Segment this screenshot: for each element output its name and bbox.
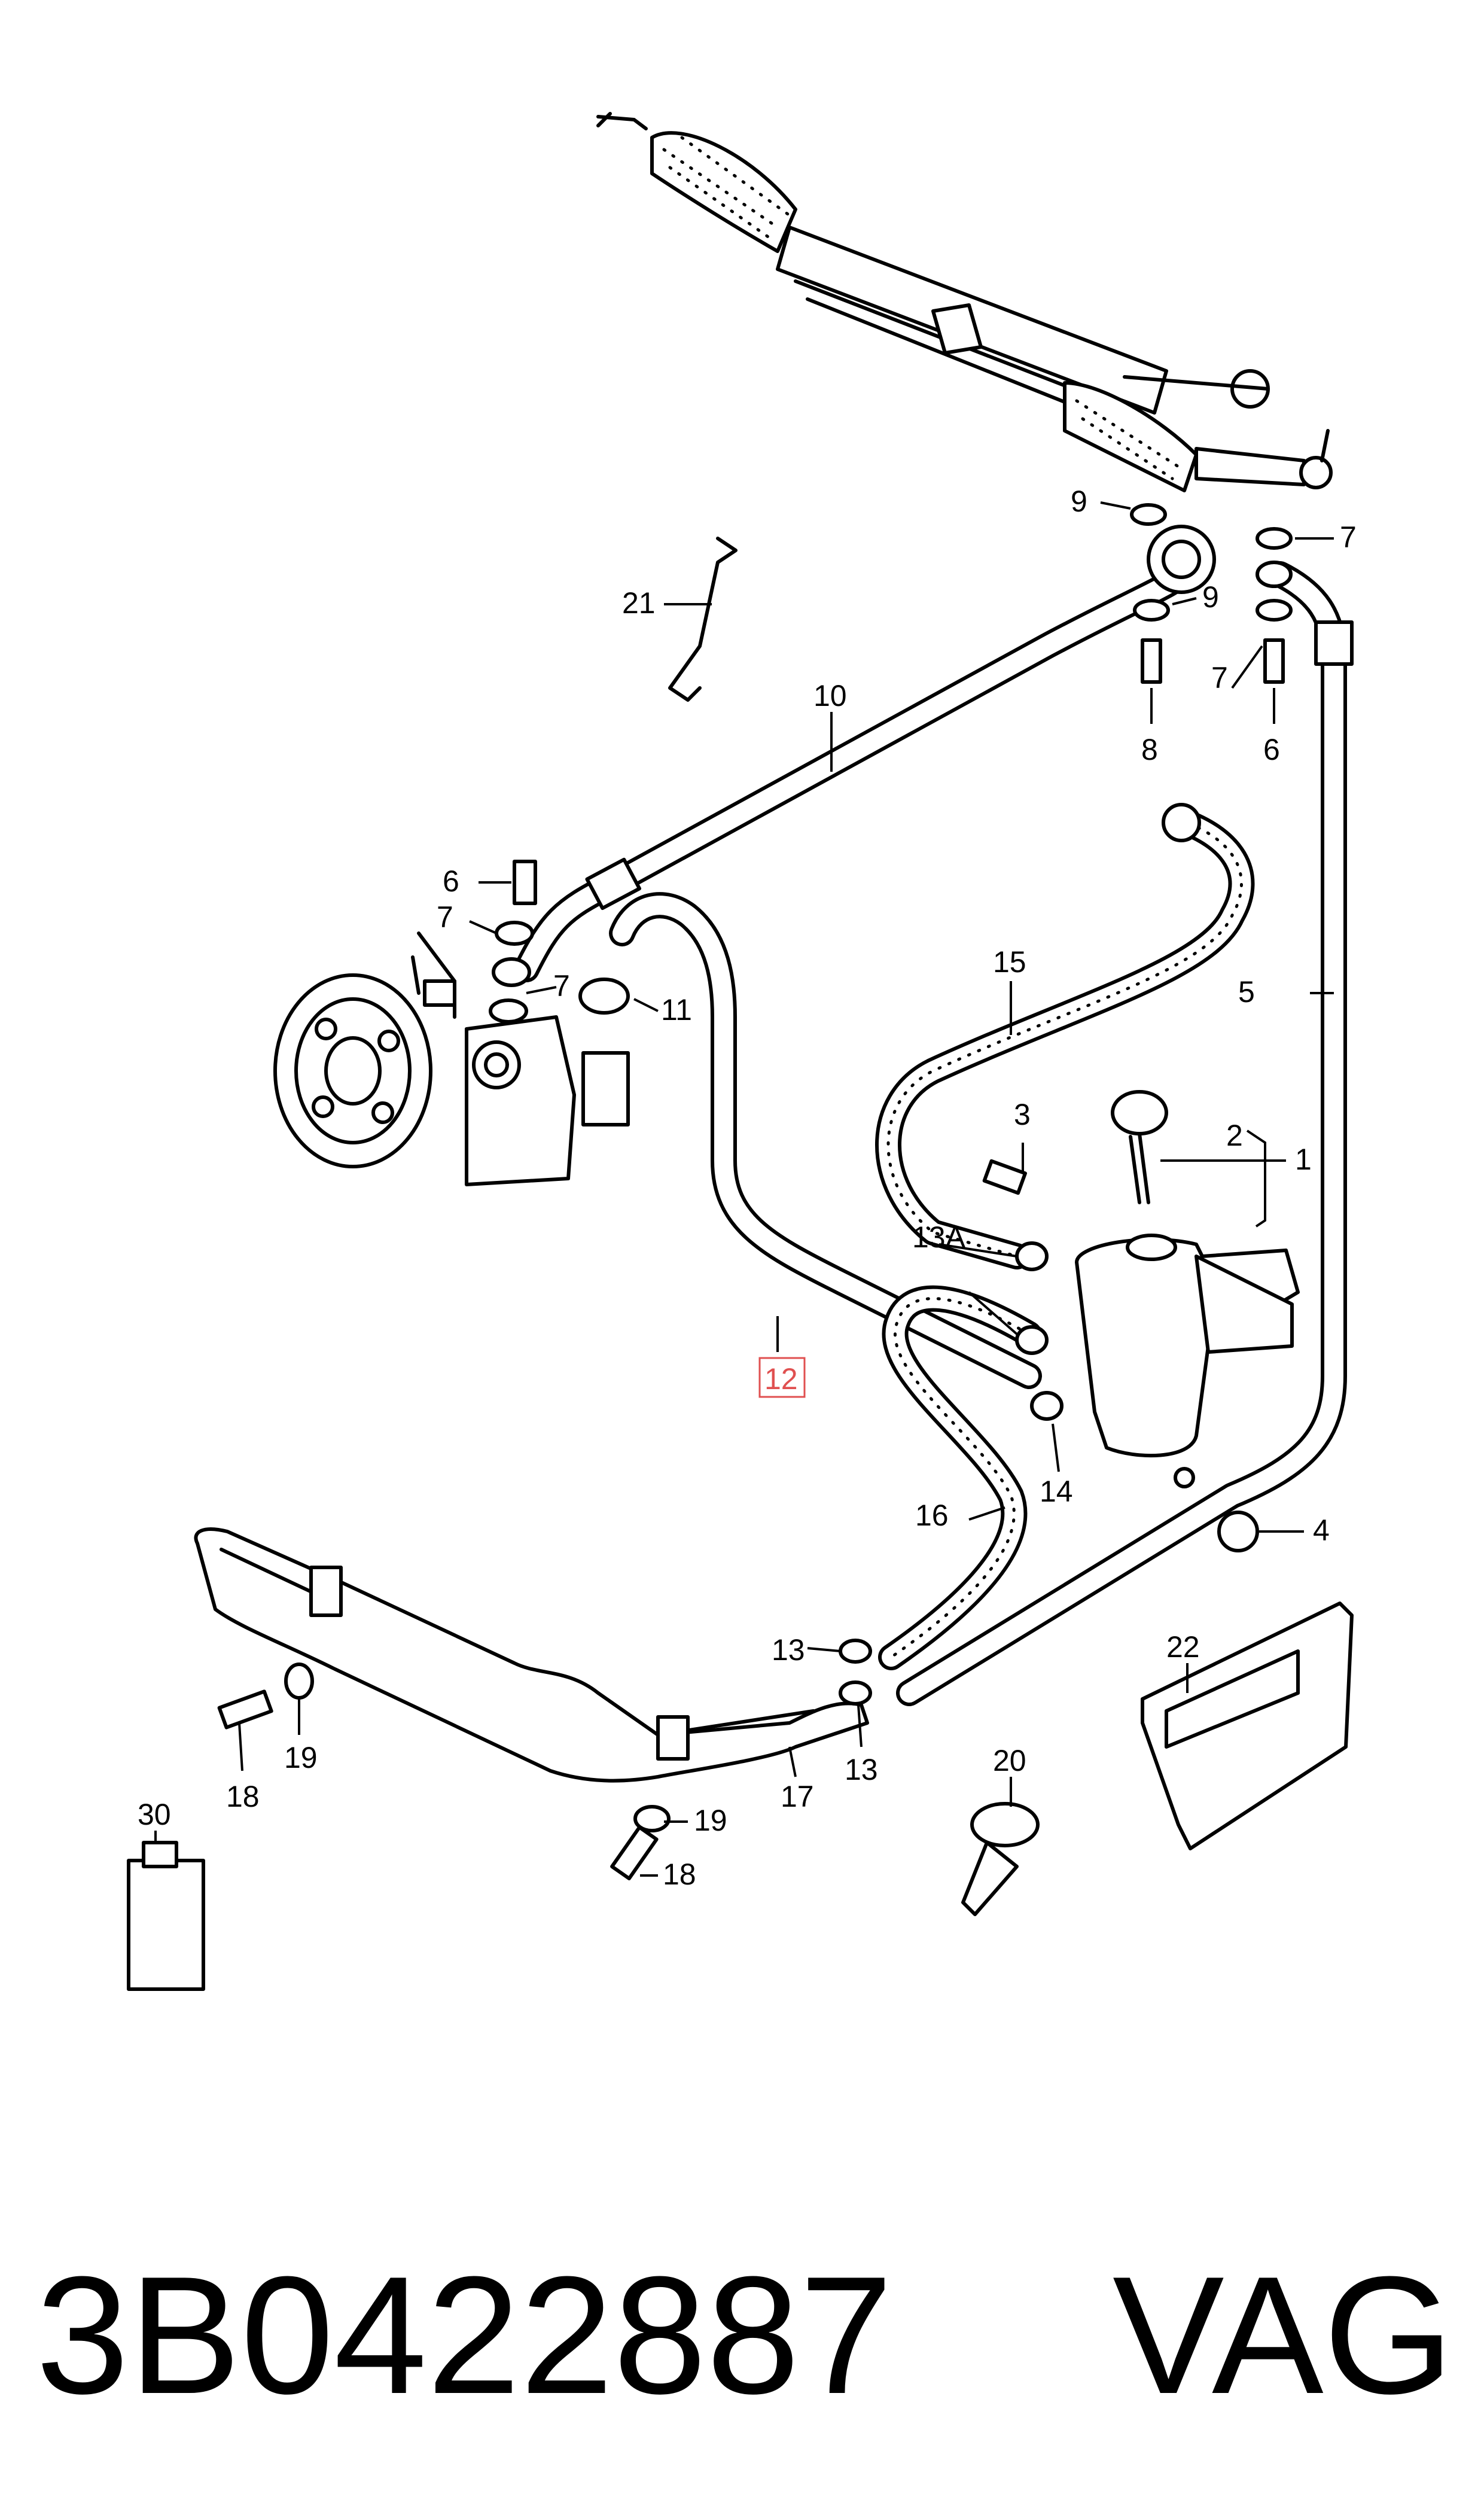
callout-6a: 6 (443, 864, 459, 898)
callout-13b: 13 (845, 1753, 878, 1786)
hose-16 (878, 1285, 1042, 1670)
callout-11: 11 (661, 993, 692, 1027)
callout-2: 2 (1226, 1119, 1243, 1152)
part-number: 3B0422887 (36, 2242, 893, 2429)
callout-7a: 7 (437, 900, 453, 934)
hose-12 (609, 892, 1042, 1389)
callout-1: 1 (1295, 1143, 1312, 1176)
callout-9a: 9 (1071, 485, 1087, 518)
highlight-box-12 (758, 1357, 806, 1398)
bracket-22 (1141, 1601, 1354, 1850)
callout-5: 5 (1238, 975, 1255, 1009)
callout-16: 16 (915, 1499, 949, 1532)
callout-15: 15 (993, 945, 1026, 979)
bottle-30 (127, 1841, 205, 1991)
callout-18a: 18 (226, 1780, 260, 1813)
callout-12: 12 (764, 1362, 798, 1396)
hose-10 (513, 525, 1216, 982)
hose-15 (875, 803, 1255, 1269)
callout-13a: 13 (772, 1633, 805, 1667)
callout-7c: 7 (1340, 520, 1357, 554)
brand-label: VAG (1113, 2242, 1454, 2429)
callout-22: 22 (1166, 1630, 1200, 1664)
callout-17: 17 (781, 1780, 814, 1813)
callout-18b: 18 (663, 1858, 696, 1891)
steering-rack (596, 112, 1333, 492)
callout-6b: 6 (1263, 733, 1280, 766)
reservoir (1075, 1090, 1300, 1488)
callout-30: 30 (138, 1798, 171, 1831)
callout-3: 3 (1014, 1098, 1031, 1131)
leader-lines (154, 501, 1334, 1877)
callout-4: 4 (1313, 1514, 1330, 1547)
callout-14: 14 (1040, 1475, 1073, 1508)
callout-13A: 13A (912, 1220, 966, 1254)
callout-20: 20 (993, 1744, 1026, 1777)
callout-8: 8 (1141, 733, 1158, 766)
callout-9b: 9 (1202, 580, 1219, 614)
power-steering-pump (273, 931, 630, 1186)
callout-10: 10 (813, 679, 847, 713)
clamp-20 (961, 1802, 1040, 1916)
callout-7b: 7 (553, 969, 570, 1003)
callout-19a: 19 (284, 1741, 318, 1774)
bolts-washers (217, 503, 1293, 1881)
callout-19b: 19 (694, 1804, 727, 1837)
callout-21: 21 (622, 586, 656, 620)
callout-labels: 1 2 3 4 5 6 6 7 7 7 7 8 9 9 10 11 12 13 … (138, 485, 1357, 1891)
cooler-tube-17 (194, 1527, 869, 1783)
clip-21 (668, 537, 738, 702)
hose-5 (896, 561, 1354, 1706)
callout-7d: 7 (1211, 661, 1228, 695)
